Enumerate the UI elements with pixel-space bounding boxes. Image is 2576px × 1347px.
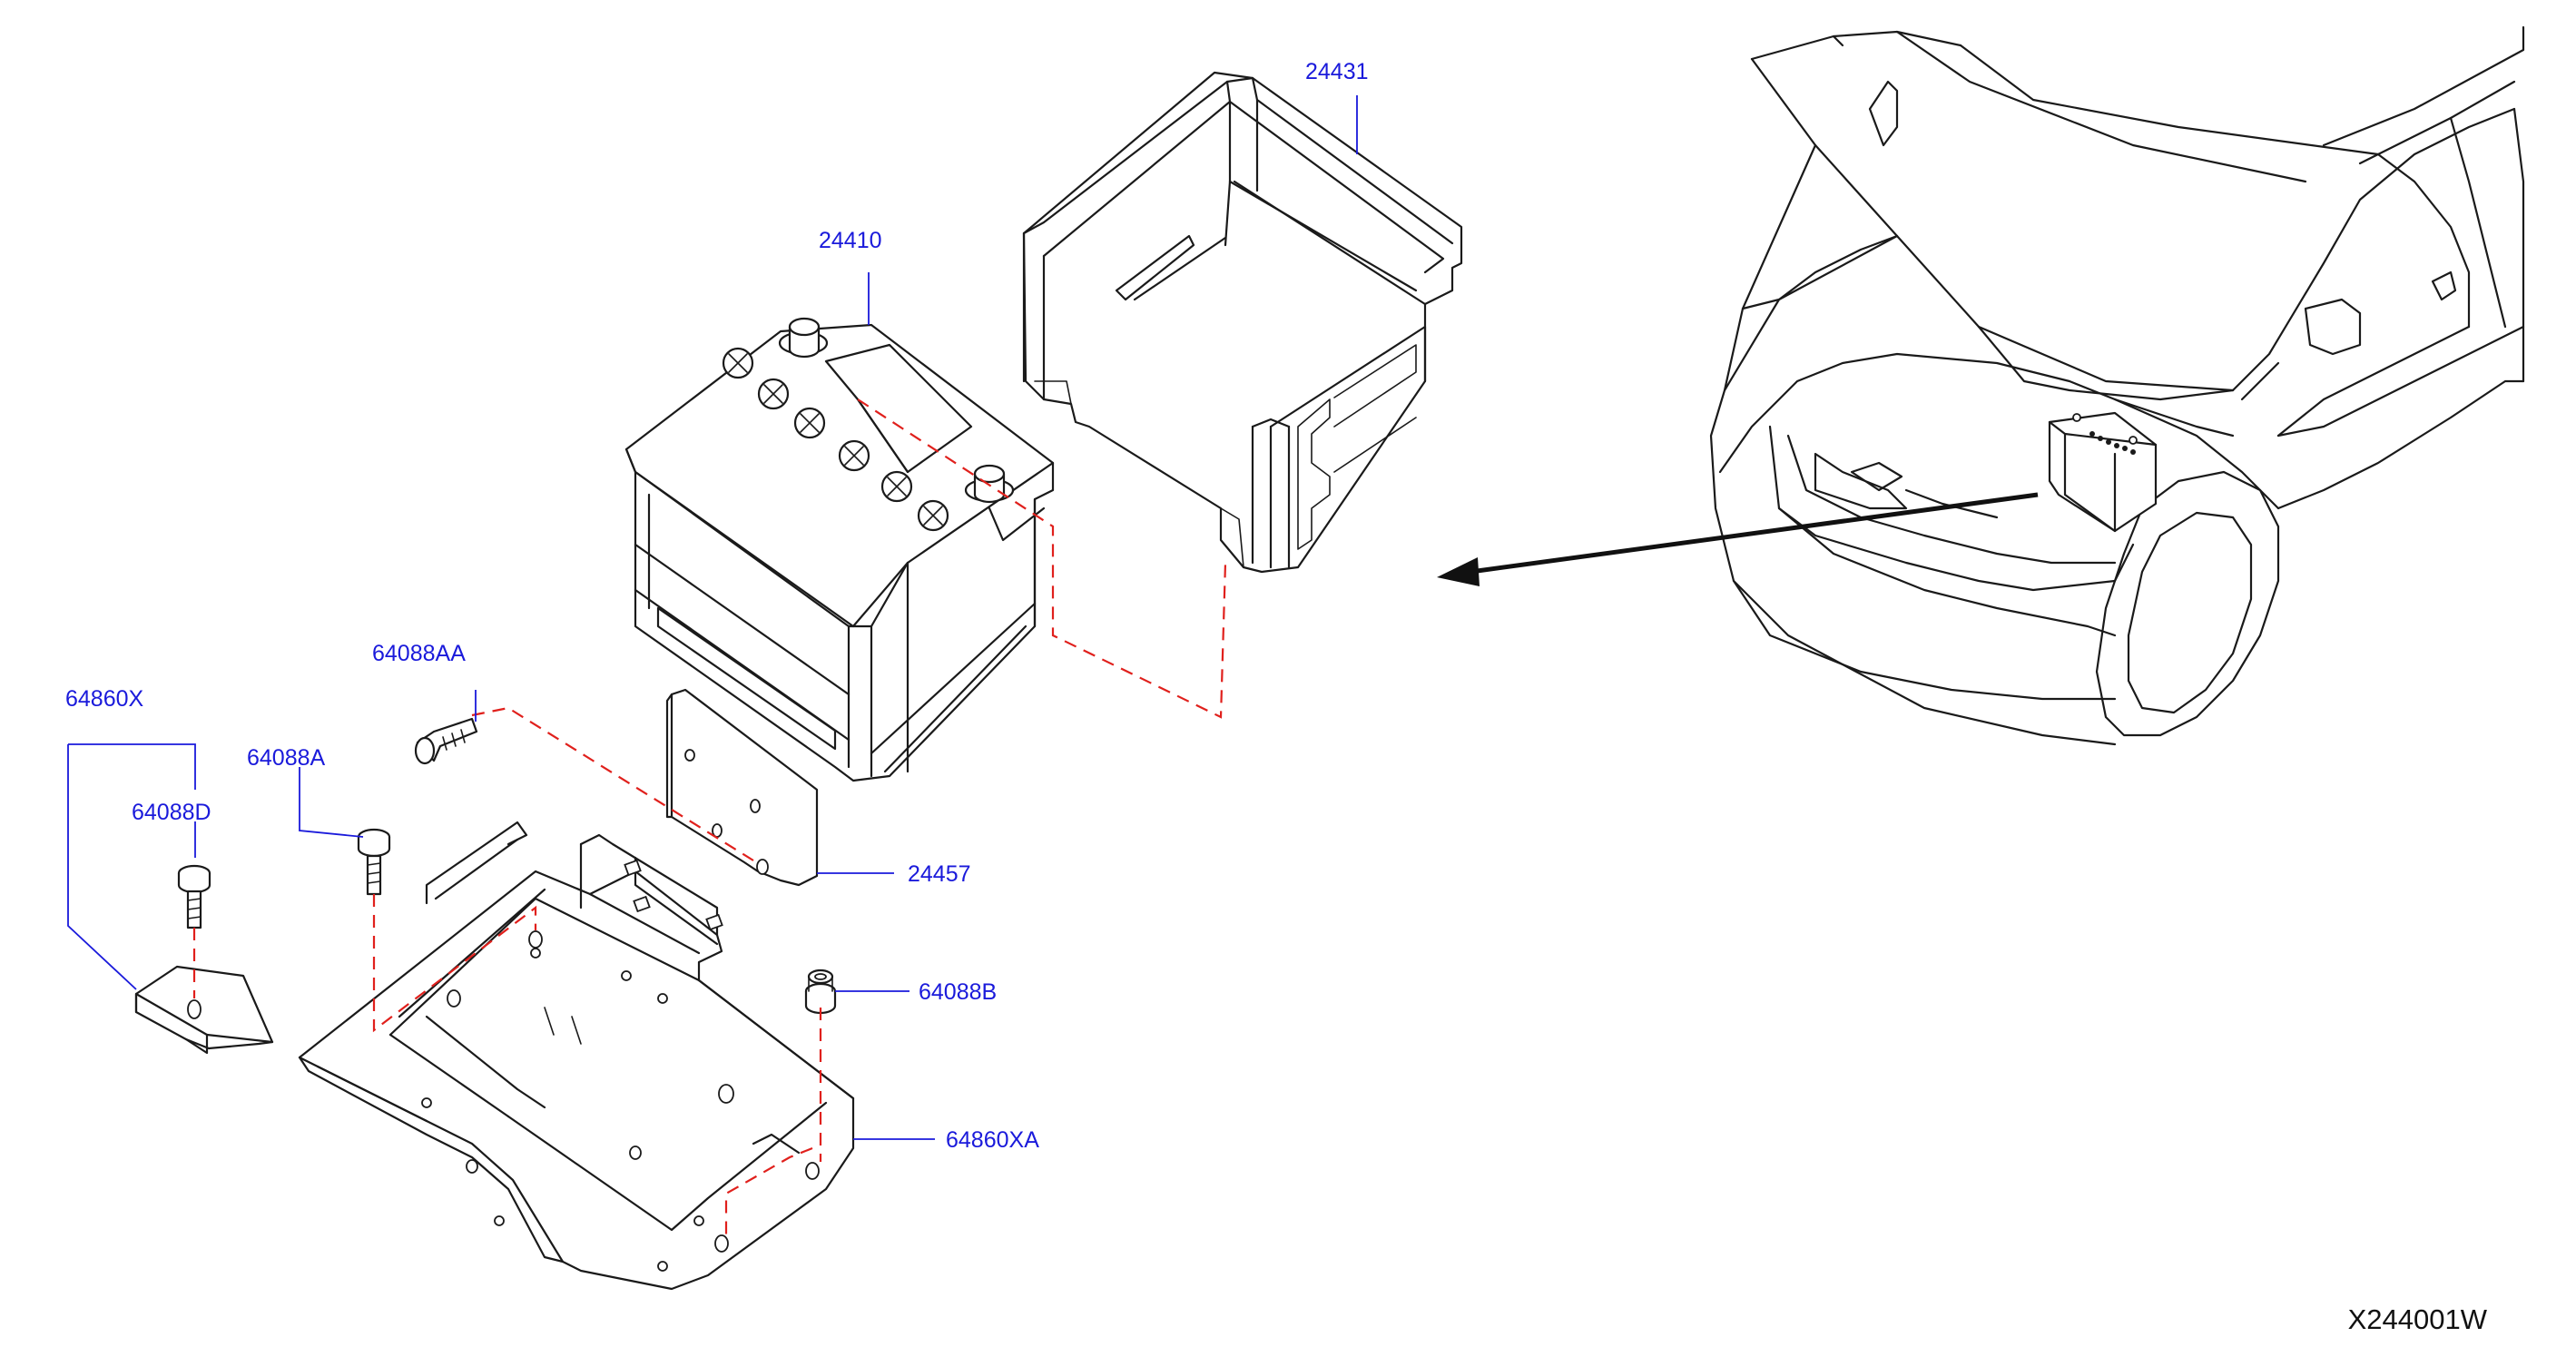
battery-cover bbox=[1022, 71, 1463, 574]
vehicle-battery-icon bbox=[2048, 411, 2158, 533]
label-64088b: 64088B bbox=[919, 979, 997, 1005]
bolt-64088a bbox=[357, 828, 391, 896]
battery bbox=[624, 317, 1055, 782]
label-24431: 24431 bbox=[1305, 59, 1369, 84]
label-24457: 24457 bbox=[908, 861, 971, 887]
vent-caps bbox=[722, 347, 949, 532]
bolt-64088aa bbox=[414, 717, 478, 765]
assembly-lines bbox=[192, 398, 1227, 1234]
bolt-64088d bbox=[177, 864, 211, 929]
vehicle-illustration bbox=[1709, 25, 2525, 746]
diagram-id: X244001W bbox=[2348, 1303, 2488, 1335]
hold-down-plate bbox=[665, 688, 819, 887]
leader-lines bbox=[67, 95, 1358, 1140]
nut-64088b bbox=[804, 968, 837, 1015]
battery-tray bbox=[298, 821, 855, 1291]
label-64860x: 64860X bbox=[65, 686, 144, 712]
label-64088a: 64088A bbox=[247, 745, 326, 771]
label-24410: 24410 bbox=[819, 228, 882, 253]
label-64088aa: 64088AA bbox=[372, 641, 466, 666]
label-64088d: 64088D bbox=[132, 800, 211, 825]
bracket-64860x bbox=[134, 965, 274, 1055]
label-64860xa: 64860XA bbox=[946, 1127, 1039, 1153]
location-arrow bbox=[1437, 492, 2039, 586]
